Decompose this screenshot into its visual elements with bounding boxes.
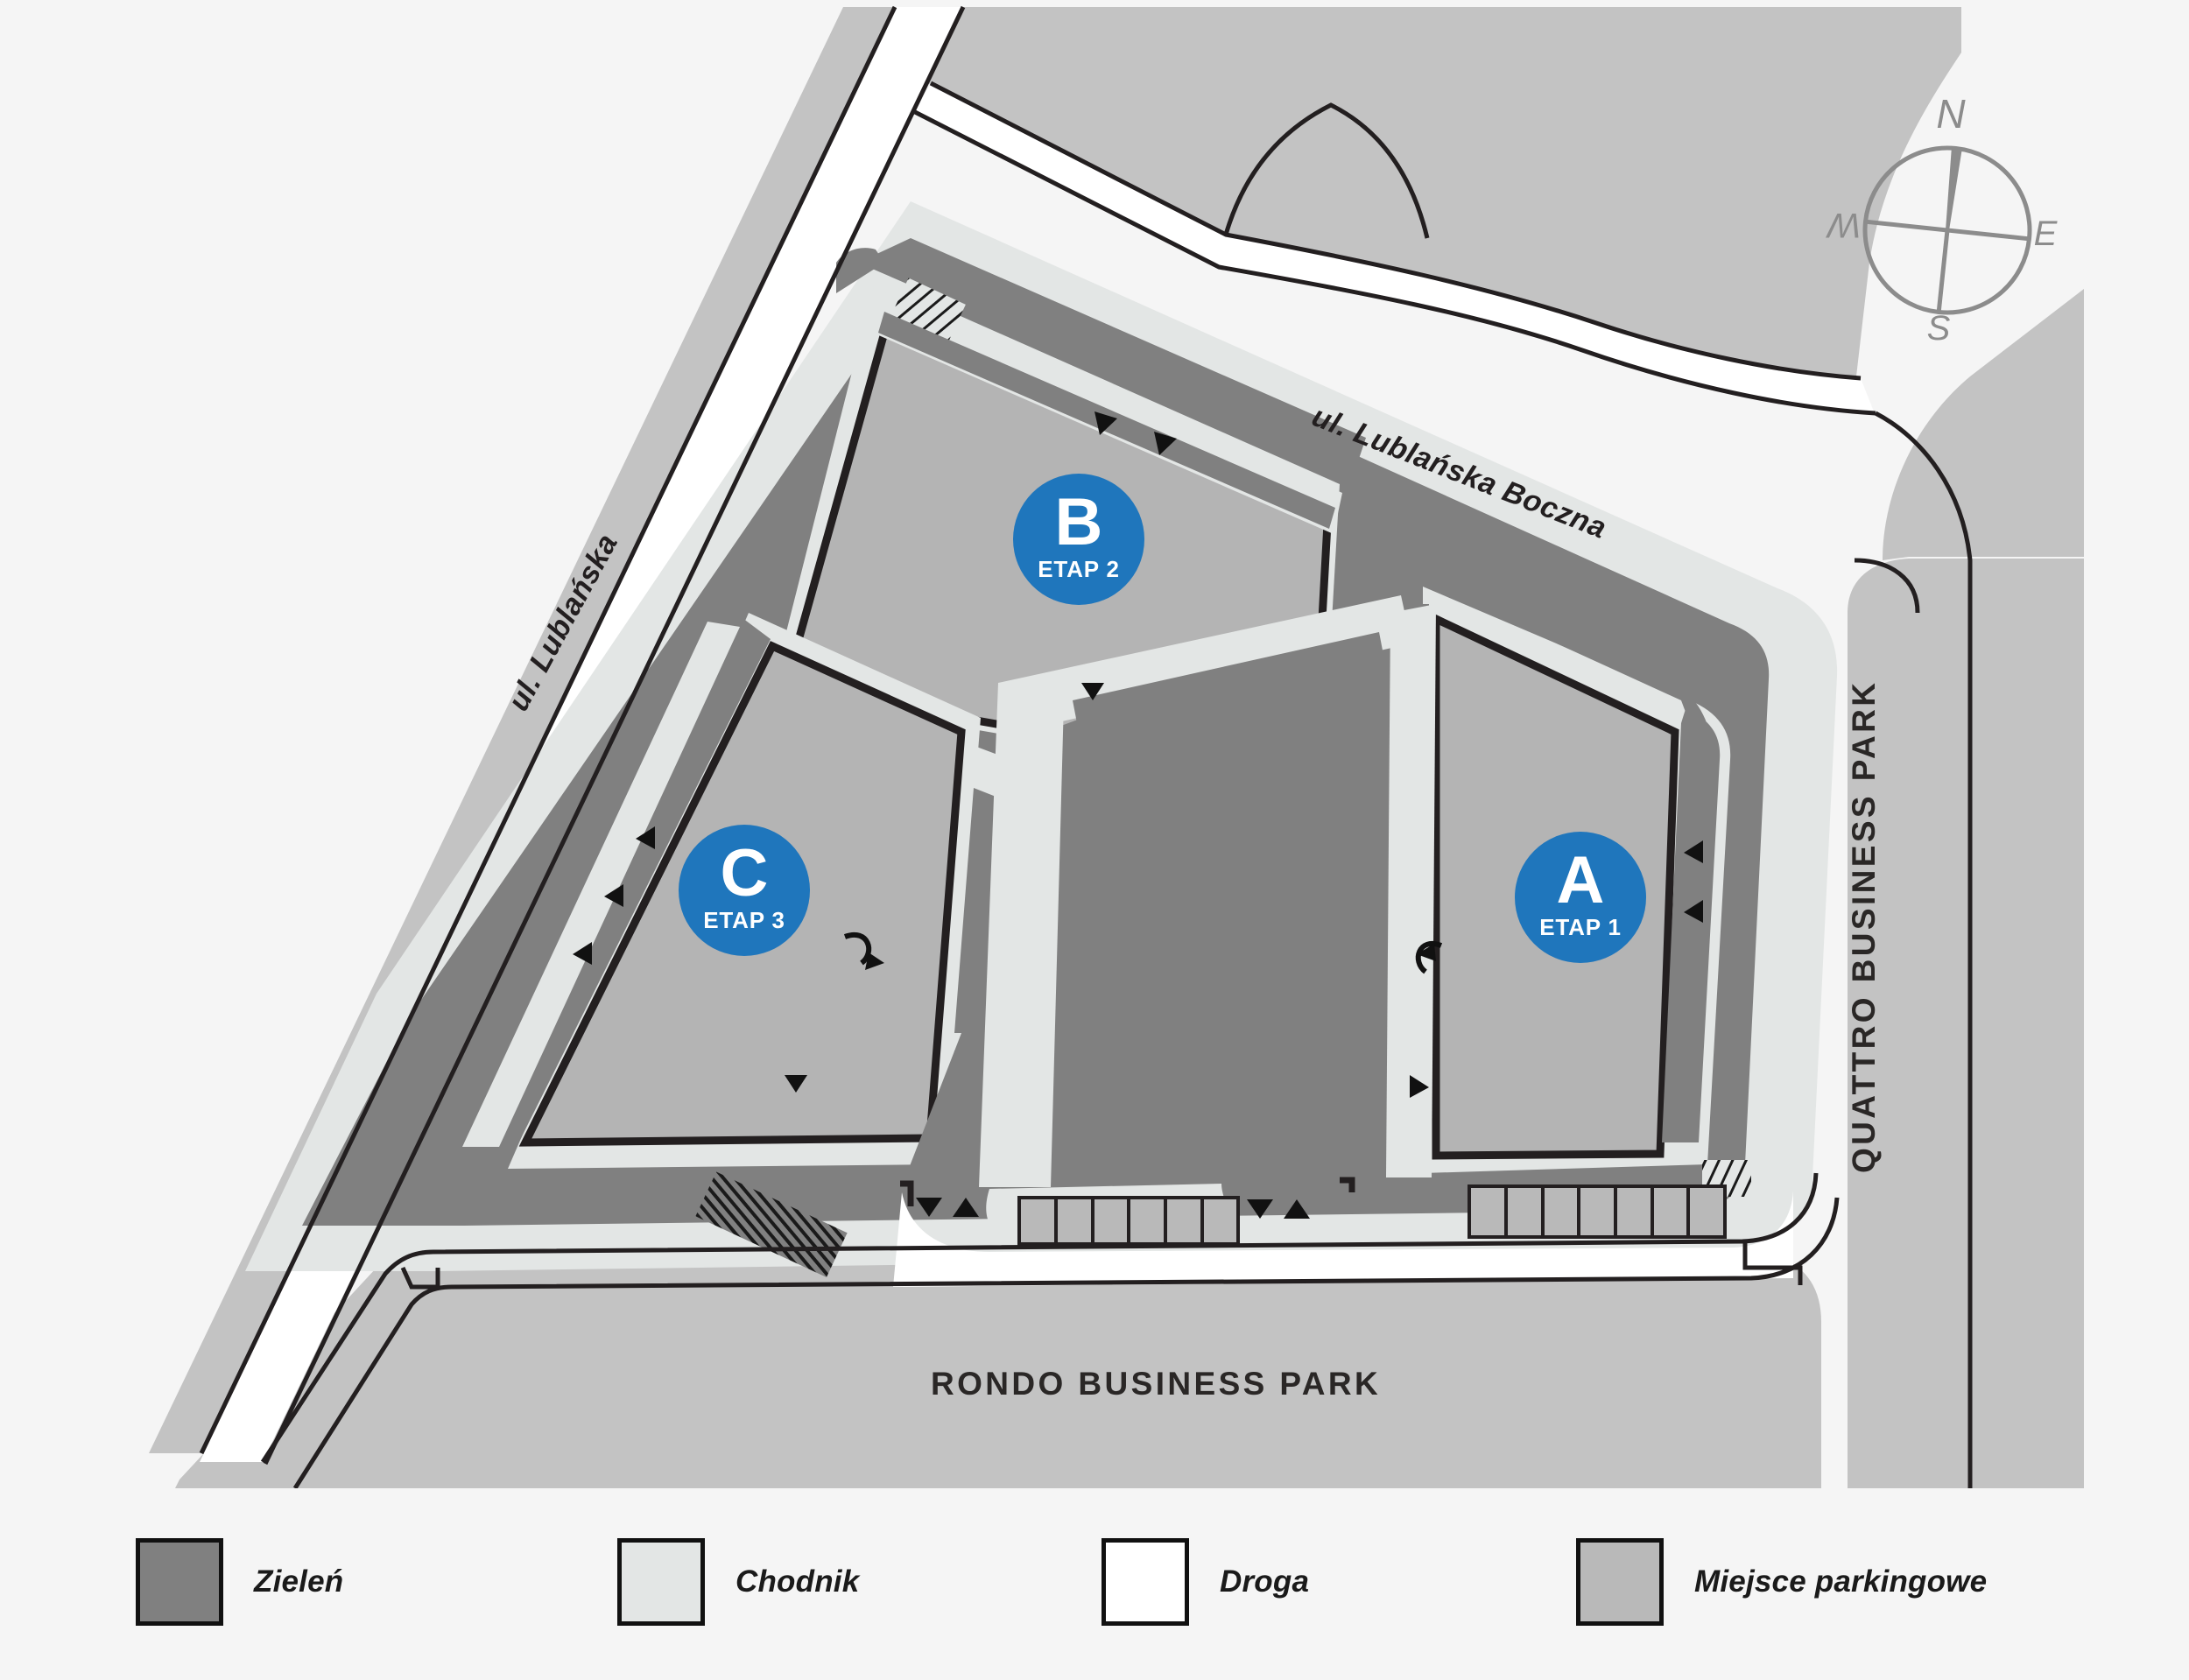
building-marker-a[interactable]: A ETAP 1	[1515, 832, 1646, 963]
marker-c-stage: ETAP 3	[703, 907, 785, 934]
block-b-green-n	[858, 238, 1366, 477]
building-marker-c[interactable]: C ETAP 3	[679, 825, 810, 956]
marker-b-stage: ETAP 2	[1038, 556, 1120, 583]
compass-label-south: S	[1927, 309, 1951, 348]
legend-label-zielen: Zieleń	[254, 1564, 344, 1599]
compass-rose: N E S W	[1823, 86, 2073, 348]
legend-label-droga: Droga	[1220, 1564, 1310, 1599]
parking-bays-west	[1017, 1196, 1240, 1246]
central-plaza	[902, 595, 1436, 1187]
legend-label-chodnik: Chodnik	[736, 1564, 860, 1599]
sidewalk-outer-ring	[245, 201, 1838, 1271]
kerb-mark-west	[900, 1180, 914, 1206]
south-frontage	[695, 1171, 1793, 1287]
legend-item-chodnik[interactable]: Chodnik	[617, 1534, 859, 1630]
marker-a-letter: A	[1556, 842, 1605, 917]
south-kerb-white	[893, 1191, 1793, 1287]
area-label-quattro-business-park: QUATTRO BUSINESS PARK	[1846, 679, 1882, 1173]
block-a-green-n	[1436, 578, 1712, 770]
block-c-green-e	[954, 788, 1003, 1033]
block-a-green-e	[1662, 709, 1721, 1142]
compass-axis-s	[1936, 229, 1950, 313]
kerb-mark-mid	[1340, 1177, 1355, 1192]
legend-swatch-chodnik	[617, 1538, 705, 1626]
marker-b-letter: B	[1054, 484, 1103, 559]
map-legend: Zieleń Chodnik Droga Miejsce parkingowe	[0, 1488, 2189, 1680]
block-b-green-corner	[836, 248, 884, 293]
legend-swatch-droga	[1102, 1538, 1189, 1626]
traffic-arrows	[573, 411, 1703, 1219]
road-edges	[199, 5, 1973, 1488]
site-plan-map[interactable]	[0, 0, 2189, 1488]
compass-label-west: W	[1826, 206, 1862, 244]
block-c-walk-w	[462, 622, 740, 1147]
legend-swatch-miejsce-parkingowe	[1576, 1538, 1664, 1626]
compass-needle-north	[1946, 147, 1962, 231]
parcel-east-quattro	[1848, 559, 2084, 1488]
parcel-south-rondo	[175, 1250, 1821, 1488]
compass-label-east: E	[2034, 214, 2059, 253]
legend-item-miejsce-parkingowe[interactable]: Miejsce parkingowe	[1576, 1534, 1987, 1630]
central-walk-trunk	[979, 683, 1064, 1187]
marker-c-letter: C	[720, 835, 769, 910]
area-label-rondo-business-park: RONDO BUSINESS PARK	[931, 1366, 1382, 1402]
legend-item-droga[interactable]: Droga	[1102, 1534, 1309, 1630]
compass-label-north: N	[1936, 91, 1966, 137]
legend-swatch-zielen	[136, 1538, 223, 1626]
legend-label-miejsce-parkingowe: Miejsce parkingowe	[1694, 1564, 1988, 1599]
parking-bays-east	[1468, 1184, 1727, 1239]
parcel-east-upper	[1883, 289, 2084, 560]
parcel-north	[895, 7, 1961, 376]
central-arm-green	[1073, 632, 1383, 723]
legend-item-zielen[interactable]: Zieleń	[136, 1534, 343, 1630]
building-marker-b[interactable]: B ETAP 2	[1013, 474, 1144, 605]
central-walk-east	[1386, 604, 1436, 1177]
marker-a-stage: ETAP 1	[1539, 914, 1622, 941]
